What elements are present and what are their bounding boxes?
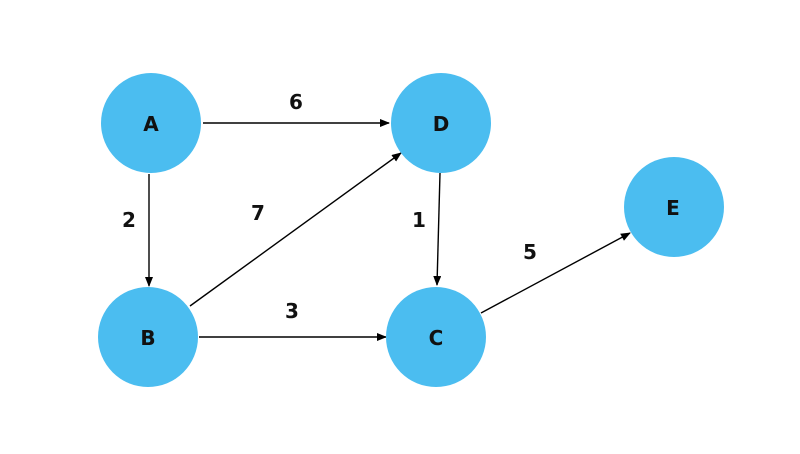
edge-a-b-weight: 2	[122, 208, 136, 232]
node-b-label: B	[140, 326, 155, 350]
node-c-label: C	[429, 326, 444, 350]
node-a: A	[101, 73, 201, 173]
node-d: D	[391, 73, 491, 173]
edge-a-d-weight: 6	[289, 90, 303, 114]
node-b-circle	[98, 287, 198, 387]
edge-b-d	[189, 152, 402, 307]
edge-b-d-weight: 7	[251, 201, 265, 225]
edge-c-e	[480, 232, 631, 314]
nodes-layer: A D E B C	[98, 73, 724, 387]
node-b: B	[98, 287, 198, 387]
edges-layer: 6 2 7 1 3 5	[122, 90, 631, 341]
node-e-circle	[624, 157, 724, 257]
edge-d-c-weight: 1	[412, 208, 426, 232]
node-a-label: A	[143, 112, 159, 136]
node-c: C	[386, 287, 486, 387]
node-e: E	[624, 157, 724, 257]
edge-c-e-weight: 5	[523, 240, 537, 264]
node-d-circle	[391, 73, 491, 173]
node-a-circle	[101, 73, 201, 173]
node-c-circle	[386, 287, 486, 387]
edge-d-c	[433, 172, 442, 286]
node-d-label: D	[433, 112, 450, 136]
edge-b-c-weight: 3	[285, 299, 299, 323]
node-e-label: E	[666, 196, 680, 220]
